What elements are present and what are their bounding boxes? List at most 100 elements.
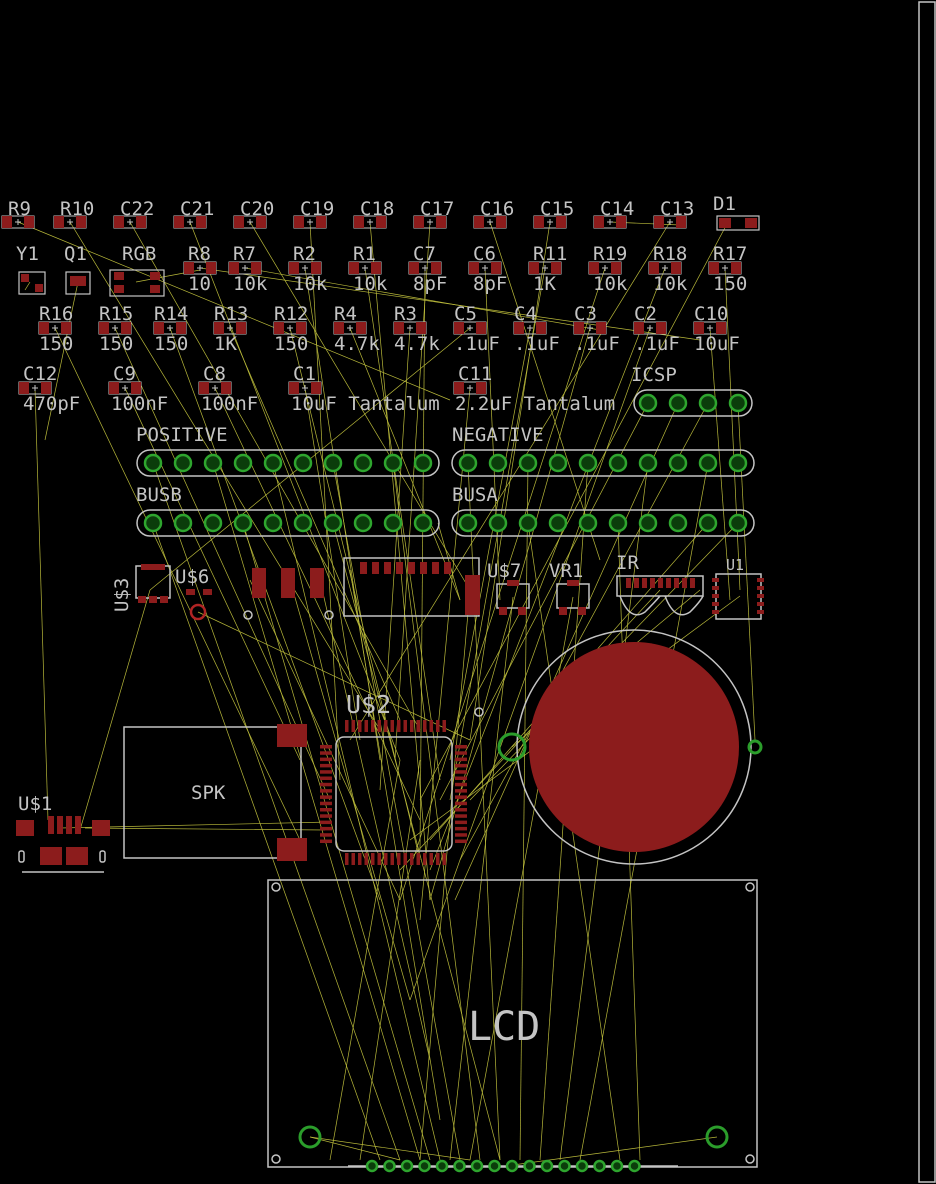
mcu-pad: [455, 751, 467, 755]
component-label: C20: [240, 198, 274, 220]
smd-part: [413, 215, 447, 229]
lcd-pin: [470, 1159, 484, 1173]
airwire: [349, 569, 441, 1121]
mcu-pad: [320, 795, 332, 799]
smd-part: [38, 321, 72, 335]
icsp-pin: [728, 393, 748, 413]
smd-part: [573, 321, 607, 335]
component-label: C2: [634, 303, 657, 325]
component-label: 1K: [214, 333, 237, 355]
component-label: .1uF: [574, 333, 620, 355]
mcu-pad: [390, 720, 394, 732]
mcu-pad: [423, 853, 427, 865]
mcu-pad: [320, 763, 332, 768]
mcu-pad: [455, 757, 467, 762]
component-label: R11: [533, 243, 567, 265]
component-label: C1: [293, 363, 316, 385]
airwire: [332, 522, 501, 1161]
component-label: 10k: [293, 273, 328, 295]
y1-crystal: [18, 271, 46, 295]
header-pin: [518, 513, 538, 533]
u1-pad: [757, 578, 764, 582]
airwire: [309, 1136, 401, 1161]
ir-pad: [626, 578, 631, 588]
airwire: [449, 327, 531, 761]
airwire: [189, 221, 401, 761]
header-pin: [263, 453, 283, 473]
airwire: [84, 827, 326, 831]
smd-part: [393, 321, 427, 335]
ir-pad: [674, 578, 679, 588]
component-label: R15: [99, 303, 133, 325]
airwire: [449, 267, 546, 801]
mcu-pad: [455, 776, 467, 780]
lcd-pin: [628, 1159, 641, 1173]
mcu-pad: [351, 853, 355, 865]
u6-pad: [186, 589, 195, 595]
airwire: [437, 522, 461, 601]
lcd-label: LCD: [468, 1004, 540, 1050]
component-label: 2.2uF Tantalum: [455, 393, 615, 415]
battery-contact: [497, 732, 527, 762]
component-label: 10k: [653, 273, 688, 295]
lcd-module: LCD: [267, 879, 758, 1173]
u7-label: U$7: [487, 560, 521, 582]
header-pin: [578, 453, 598, 473]
component-label: C4: [514, 303, 537, 325]
q1-transistor: [65, 271, 91, 295]
header-pin: [608, 453, 628, 473]
header-pin: [413, 453, 433, 473]
mcu-pad: [455, 820, 467, 825]
airwire: [484, 267, 501, 601]
usb-connector: [16, 816, 110, 873]
airwire: [349, 327, 461, 601]
airwire: [332, 462, 461, 1161]
smd-part: [113, 215, 147, 229]
component-label: C19: [300, 198, 334, 220]
component-label: C12: [23, 363, 57, 385]
u1-pad: [712, 610, 719, 614]
mcu-pad: [377, 720, 381, 732]
mcu-pad: [455, 814, 467, 818]
mcu-pad: [320, 833, 332, 837]
lcd-pin: [418, 1159, 431, 1173]
icsp-pin: [638, 393, 658, 413]
chip-pad: [408, 562, 415, 574]
airwire: [309, 221, 341, 781]
mcu-pad: [320, 770, 332, 774]
airwire: [44, 281, 79, 441]
header-pin: [233, 513, 253, 533]
u2-label: U$2: [346, 690, 391, 719]
smd-part: [473, 215, 507, 229]
mcu-pad: [397, 853, 401, 865]
u1-pad: [712, 578, 719, 582]
component-label: C15: [540, 198, 574, 220]
header-pin: [143, 453, 163, 473]
chip-pad: [396, 562, 403, 574]
header-pin: [323, 513, 343, 533]
mcu-pad: [390, 853, 394, 865]
mount-hole: [474, 707, 484, 717]
header-pin: [383, 513, 403, 533]
component-label: C17: [420, 198, 454, 220]
airwire: [399, 589, 661, 871]
lcd-pin: [505, 1159, 519, 1173]
airwire: [309, 1136, 471, 1161]
header-pin: [293, 513, 313, 533]
airwire: [349, 221, 671, 741]
lcd-pin: [540, 1159, 554, 1173]
header-pin: [488, 453, 508, 473]
mcu-pad: [320, 839, 332, 843]
header-pin: [203, 453, 223, 473]
airwire: [152, 522, 381, 1161]
component-label: R14: [154, 303, 188, 325]
smd-part: [1, 215, 35, 229]
smd-part: [408, 261, 442, 275]
header-pin: [488, 513, 508, 533]
airwire: [449, 596, 514, 1161]
component-label: 10uF: [694, 333, 740, 355]
smd-part: [453, 321, 487, 335]
component-label: 4.7k: [394, 333, 440, 355]
